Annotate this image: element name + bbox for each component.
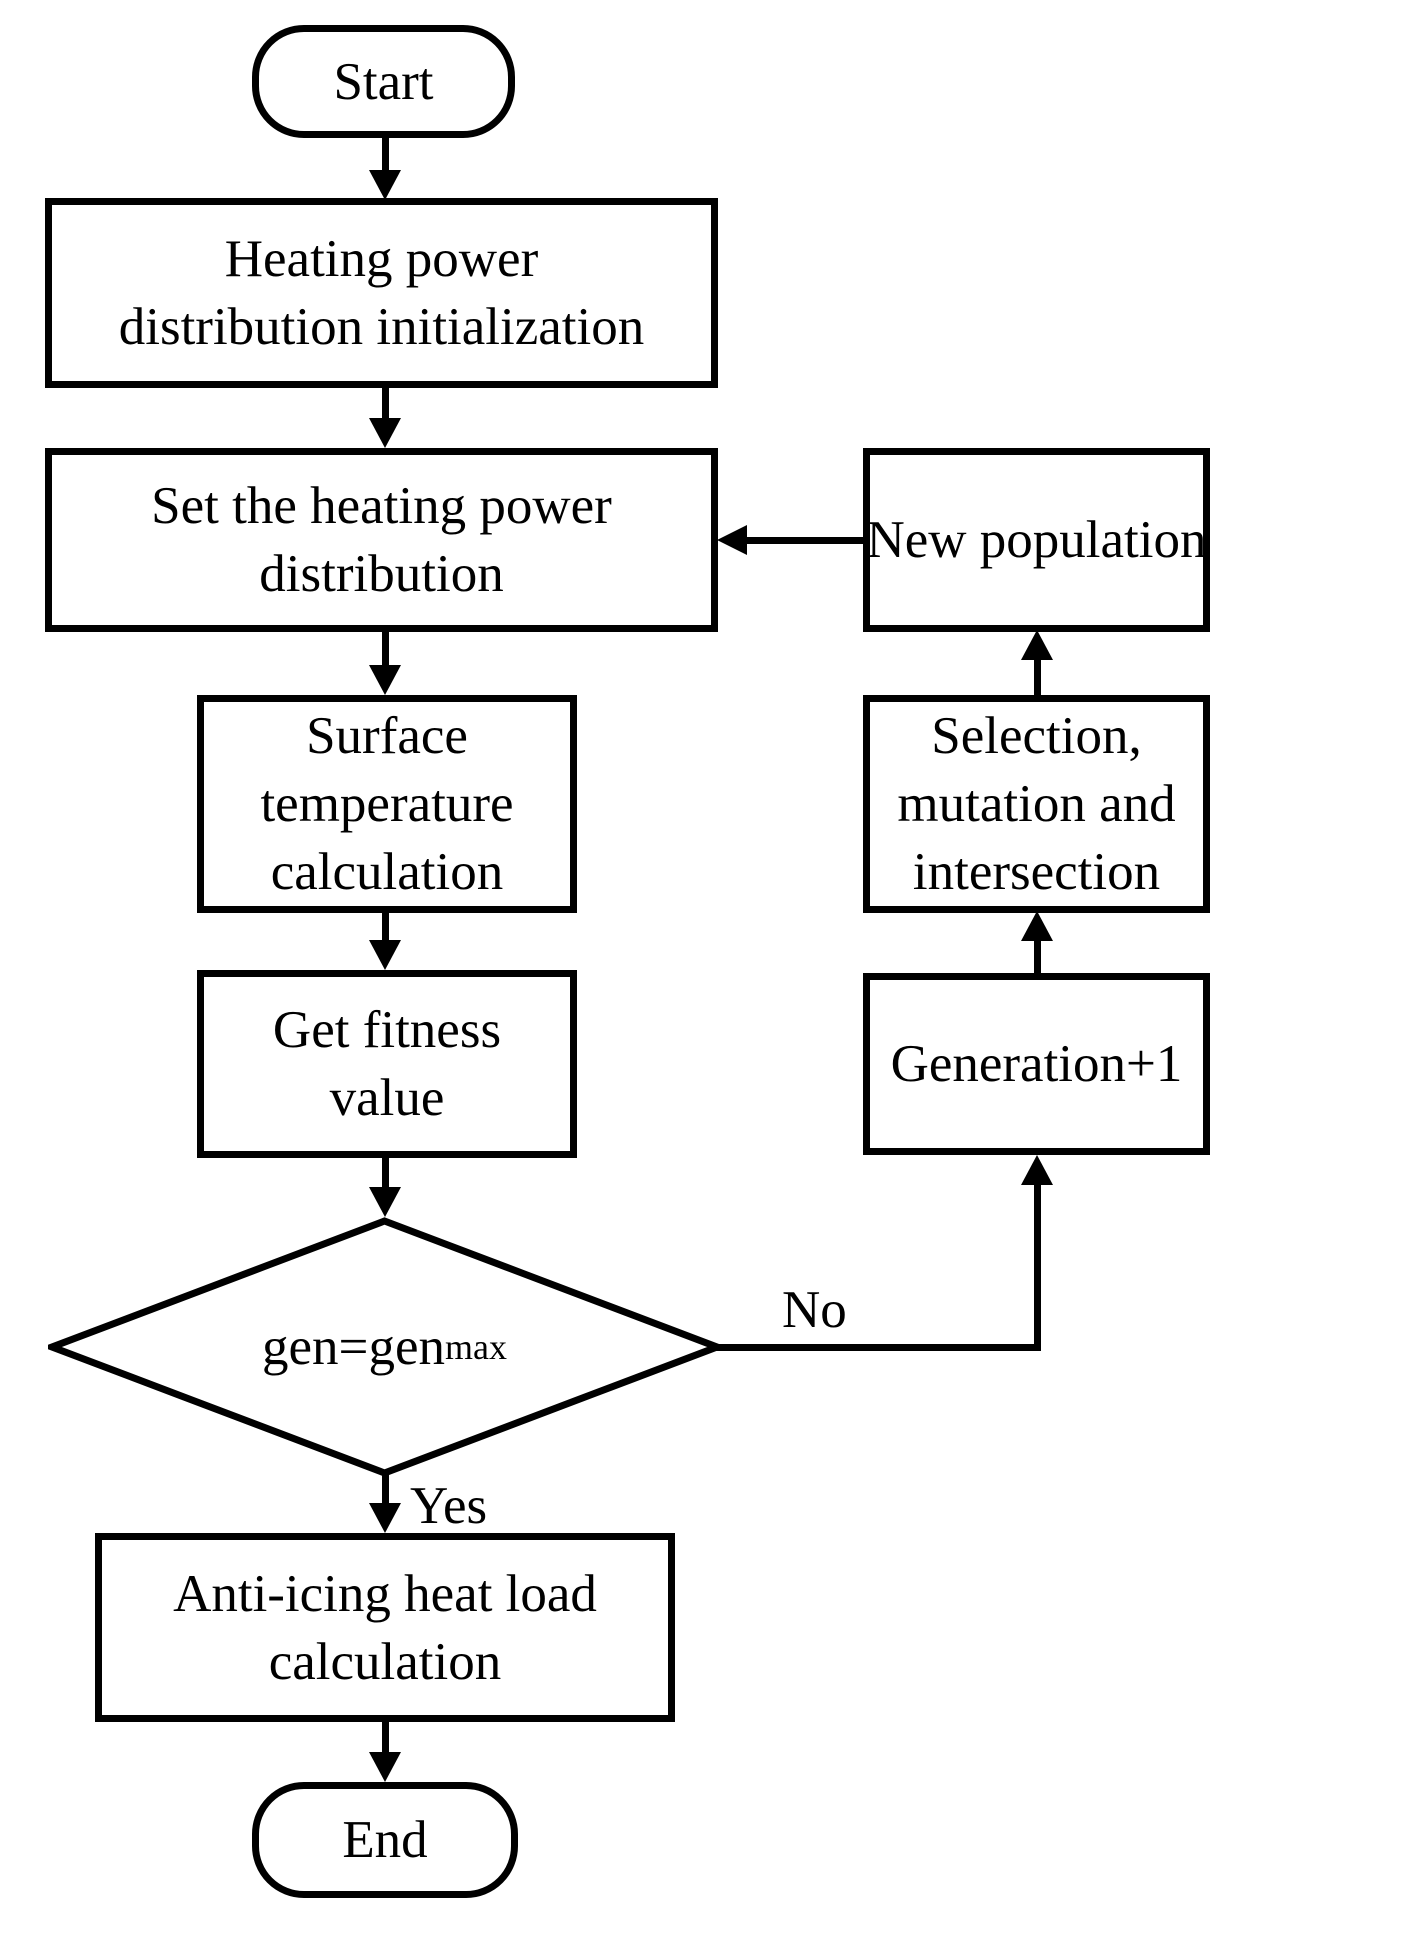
node-new-population: New population [863,448,1210,632]
node-label-line: Set the heating power [151,477,612,535]
node-label-line: temperature [260,775,514,833]
node-start-label: Start [333,52,434,111]
node-label-line: New population [866,511,1207,569]
arrow-generation-to-selection-shaft [1034,939,1041,975]
node-generation-plus-1: Generation+1 [863,973,1210,1155]
node-start: Start [252,25,515,138]
arrow-selection-to-newpop-shaft [1034,660,1041,697]
arrow-newpop-to-setpower-shaft [746,537,865,544]
node-surface-temperature: Surface temperature calculation [197,695,577,913]
node-label-line: distribution initialization [118,298,645,356]
arrow-init-to-setpower-head [369,418,401,448]
node-label-line: mutation and [897,775,1176,833]
arrow-start-to-init-shaft [382,138,389,172]
diamond-shape [48,1217,721,1477]
node-label-line: Anti-icing heat load [173,1564,597,1623]
node-label-line: distribution [259,545,504,603]
node-label-line: value [329,1069,445,1127]
arrow-antiicing-to-end-shaft [382,1720,389,1754]
arrow-surface-to-fitness-head [369,940,401,970]
arrow-init-to-setpower-shaft [382,388,389,420]
node-end-label: End [342,1811,428,1869]
arrow-setpower-to-surface-head [369,665,401,695]
arrow-fitness-to-decision-shaft [382,1156,389,1189]
node-label-line: Surface [306,707,468,765]
node-get-fitness: Get fitness value [197,970,577,1158]
edge-label-yes: Yes [410,1477,488,1535]
node-heating-power-init: Heating power distribution initializatio… [45,198,718,388]
node-label-line: calculation [268,1632,502,1691]
arrow-no-head [1021,1155,1053,1185]
node-selection-mutation: Selection, mutation and intersection [863,695,1210,913]
arrow-fitness-to-decision-head [369,1187,401,1217]
node-label-line: Generation+1 [890,1035,1183,1093]
node-end: End [252,1782,518,1898]
arrow-setpower-to-surface-shaft [382,630,389,667]
arrow-surface-to-fitness-shaft [382,911,389,942]
node-label-line: Selection, [931,707,1142,765]
arrow-generation-to-selection-head [1021,911,1053,941]
node-label-line: calculation [270,843,504,901]
arrow-newpop-to-setpower-head [717,525,747,555]
arrow-yes-shaft [382,1475,389,1505]
node-label-line: Get fitness [272,1001,502,1059]
arrow-no-vertical-shaft [1034,1183,1041,1351]
arrow-yes-head [369,1503,401,1533]
arrow-start-to-init-head [369,170,401,200]
node-label-line: Heating power [224,230,539,288]
arrow-antiicing-to-end-head [369,1752,401,1782]
node-label-line: intersection [912,843,1161,901]
edge-label-no: No [782,1281,847,1339]
node-set-heating-power: Set the heating power distribution [45,448,718,632]
arrow-no-horizontal-shaft [714,1344,1041,1351]
node-anti-icing: Anti-icing heat load calculation [95,1533,675,1722]
decision-label-main: gen=gen [262,1318,445,1376]
arrow-selection-to-newpop-head [1021,630,1053,660]
